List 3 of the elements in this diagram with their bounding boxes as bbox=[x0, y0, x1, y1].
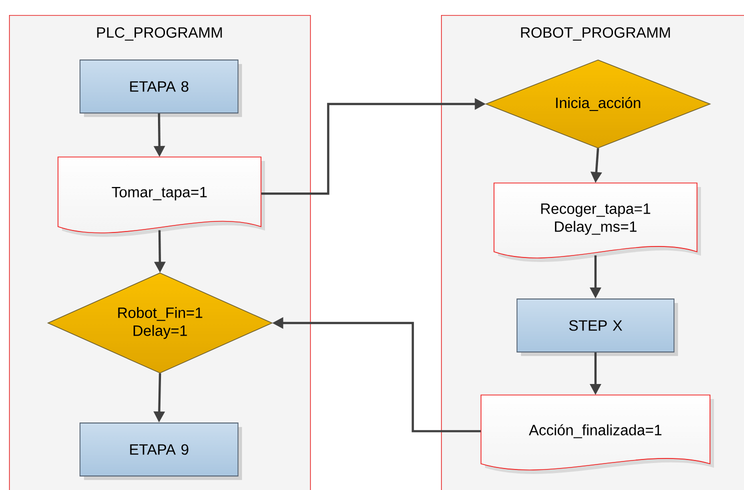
process-box: STEP X bbox=[516, 298, 674, 352]
process-box: ETAPA 8 bbox=[80, 60, 238, 114]
process-box: ETAPA 9 bbox=[80, 422, 238, 476]
